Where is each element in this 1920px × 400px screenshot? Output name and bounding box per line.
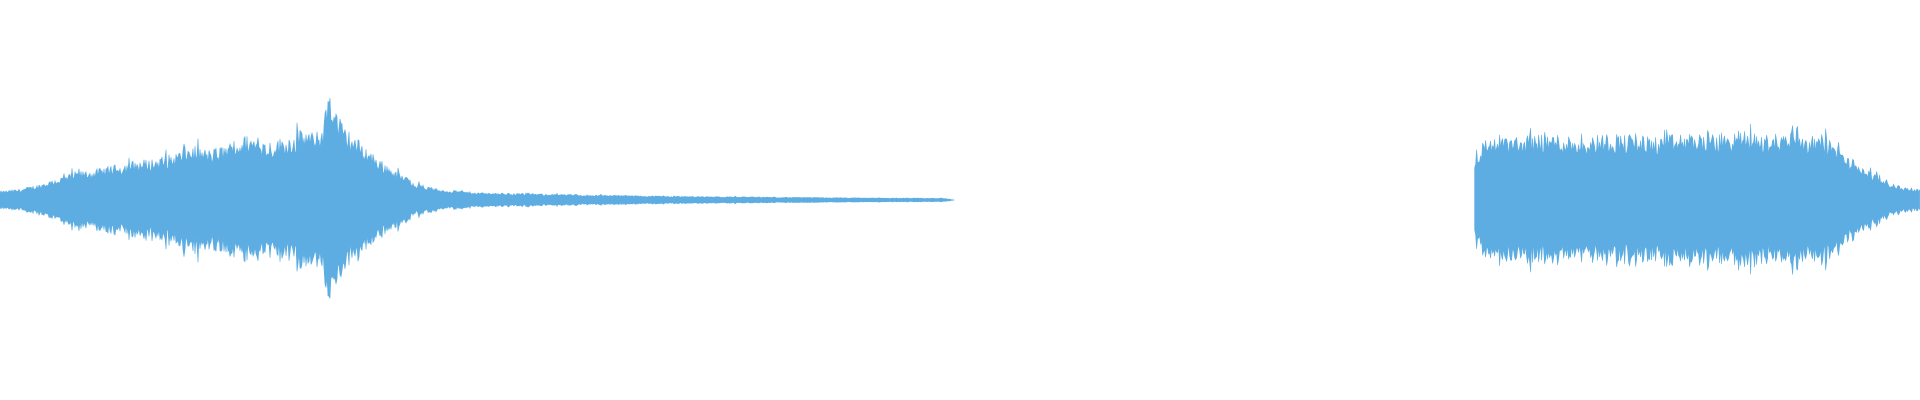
waveform-segment-1 [0,98,955,299]
waveform-segment-2 [1474,123,1920,275]
waveform-layer [0,98,1920,299]
